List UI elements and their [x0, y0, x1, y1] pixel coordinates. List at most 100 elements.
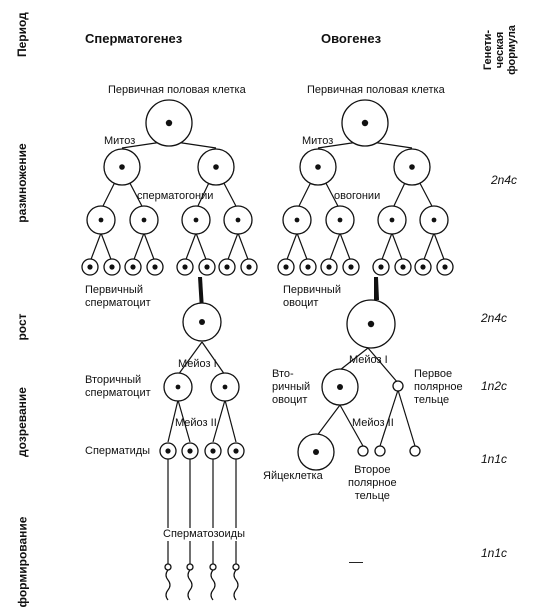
sperm-m2-branch-d — [224, 399, 237, 443]
sperm-primary-cell-label: Первичная половая клетка — [108, 84, 246, 96]
formula-maturation-1: 1n2c — [481, 379, 508, 393]
oo-m1-branch-polar — [367, 347, 399, 384]
oo-m2-branch-egg — [315, 404, 341, 438]
sperm-branch-l2-1-0 — [132, 232, 145, 263]
period-growth: рост — [15, 313, 29, 341]
sperm-growth-connector — [198, 277, 204, 310]
sperm-secondary-line1: Вторичный — [85, 374, 142, 386]
sperm-mitosis-cell-1-nucleus — [213, 164, 219, 170]
period-formation: формирование — [15, 516, 30, 608]
sperm-primary-cell-nucleus — [165, 119, 173, 127]
sperm-meiosis1-label: Мейоз I — [178, 358, 217, 370]
oo-formation-dash: — — [349, 553, 363, 569]
oogenesis-title: Овогенез — [321, 31, 382, 46]
sperm-mitosis-cell-0-nucleus — [119, 164, 125, 170]
sperm-gonium-3-0-nucleus — [224, 264, 230, 270]
oo-secondary-cyte-label: Вто- ричный овоцит — [272, 368, 310, 407]
oo-polar-split-b — [397, 389, 416, 447]
genetic-formula-header: Генети- ческая формула — [482, 13, 518, 87]
sperm-branch-l2-3-0 — [226, 232, 239, 263]
oo-gonium-1-1-nucleus — [348, 264, 354, 270]
oo-branch-l2-3-1 — [433, 232, 446, 263]
sperm-branch-l2-2-1 — [195, 232, 208, 263]
oo-secondary-line2: ричный — [272, 381, 311, 393]
sperm-secondary-line2: сперматоцит — [85, 387, 151, 399]
spermatozoon-tail-2 — [210, 569, 216, 601]
spermatogenesis-title: Сперматогенез — [85, 31, 183, 46]
oo-meiosis1-label: Мейоз I — [349, 354, 388, 366]
first-polar-line2: полярное — [414, 381, 463, 393]
oo-gonium-3-0-nucleus — [420, 264, 426, 270]
oo-gonia-cell-0-nucleus — [294, 217, 300, 223]
sperm-primary-spermatocyte-nucleus — [199, 319, 205, 325]
oo-branch-l2-0-0 — [285, 232, 298, 263]
oo-primary-cyte-line2: овоцит — [283, 297, 319, 309]
oo-gonium-1-0-nucleus — [326, 264, 332, 270]
sperm-gonium-2-1-nucleus — [204, 264, 210, 270]
oo-branch-l2-2-0 — [380, 232, 393, 263]
sperm-gonia-cell-0-nucleus — [98, 217, 104, 223]
sperm-branch-l2-0-1 — [100, 232, 113, 263]
period-maturation: дозревание — [15, 387, 29, 457]
sperm-gonium-0-1-nucleus — [109, 264, 115, 270]
sperm-gonium-3-1-nucleus — [246, 264, 252, 270]
egg-cell-nucleus — [313, 449, 319, 455]
sperm-branch-l2-1-1 — [143, 232, 156, 263]
sperm-primary-cyte-line2: сперматоцит — [85, 297, 151, 309]
formula-growth: 2n4c — [481, 311, 508, 325]
oo-polar-split-a — [379, 389, 399, 447]
oo-gonia-cell-1-nucleus — [337, 217, 343, 223]
sperm-gonia-cell-1-nucleus — [141, 217, 147, 223]
sperm-branch-l2-0-0 — [89, 232, 102, 263]
sperm-m2-branch-a — [167, 399, 179, 443]
oo-m2-branch-polar — [339, 404, 364, 447]
first-polar-body-derivative-1 — [409, 445, 421, 457]
oo-branch-l2-1-1 — [339, 232, 352, 263]
spermatid-2-nucleus — [210, 448, 216, 454]
sperm-gonia-cell-3-nucleus — [235, 217, 241, 223]
spermatozoon-tail-3 — [233, 569, 239, 601]
first-polar-body — [392, 380, 404, 392]
spermatozoon-head-2 — [209, 563, 217, 571]
first-polar-body-label: Первое полярное тельце — [414, 368, 463, 407]
sperm-meiosis2-label: Мейоз II — [175, 417, 217, 429]
oo-primary-oocyte-nucleus — [367, 320, 375, 328]
formula-formation: 1n1c — [481, 546, 508, 560]
sperm-m2-branch-c — [212, 399, 226, 443]
spermatid-0-nucleus — [165, 448, 171, 454]
oo-branch-l2-0-1 — [296, 232, 309, 263]
sperm-secondary-cyte-label: Вторичный сперматоцит — [85, 374, 151, 400]
oo-primary-cyte-label: Первичный овоцит — [283, 284, 341, 310]
spermatozoon-head-0 — [164, 563, 172, 571]
oo-gonium-3-1-nucleus — [442, 264, 448, 270]
oo-branch-l2-1-0 — [328, 232, 341, 263]
sperm-gonia-label: сперматогонии — [137, 190, 214, 202]
spermatozoon-head-3 — [232, 563, 240, 571]
oo-gonium-2-0-nucleus — [378, 264, 384, 270]
oo-gonia-cell-2-nucleus — [389, 217, 395, 223]
second-polar-line1: Второе — [354, 464, 391, 476]
spermatozoon-head-1 — [186, 563, 194, 571]
oo-primary-cyte-line1: Первичный — [283, 284, 341, 296]
oo-mitosis-cell-0-nucleus — [315, 164, 321, 170]
genetic-formula-text: Генети- ческая формула — [482, 25, 518, 75]
spermatozoa-label: Сперматозоиды — [163, 528, 245, 541]
first-polar-body-derivative-0 — [374, 445, 386, 457]
oo-primary-cell-label: Первичная половая клетка — [307, 84, 445, 96]
second-polar-body — [357, 445, 369, 457]
oo-m1-branch-egg — [339, 347, 369, 371]
oo-mitosis-label: Митоз — [302, 135, 334, 147]
first-polar-line3: тельце — [414, 394, 450, 406]
first-polar-line1: Первое — [414, 368, 453, 380]
oo-secondary-line1: Вто- — [272, 368, 294, 380]
sperm-gonium-2-0-nucleus — [182, 264, 188, 270]
sperm-primary-cyte-label: Первичный сперматоцит — [85, 284, 151, 310]
sperm-gonium-0-0-nucleus — [87, 264, 93, 270]
oo-secondary-line3: овоцит — [272, 394, 308, 406]
egg-label: Яйцеклетка — [263, 470, 323, 482]
oo-gonia-cell-3-nucleus — [431, 217, 437, 223]
spermatozoon-tail-0 — [165, 569, 171, 601]
sperm-branch-l2-2-0 — [184, 232, 197, 263]
